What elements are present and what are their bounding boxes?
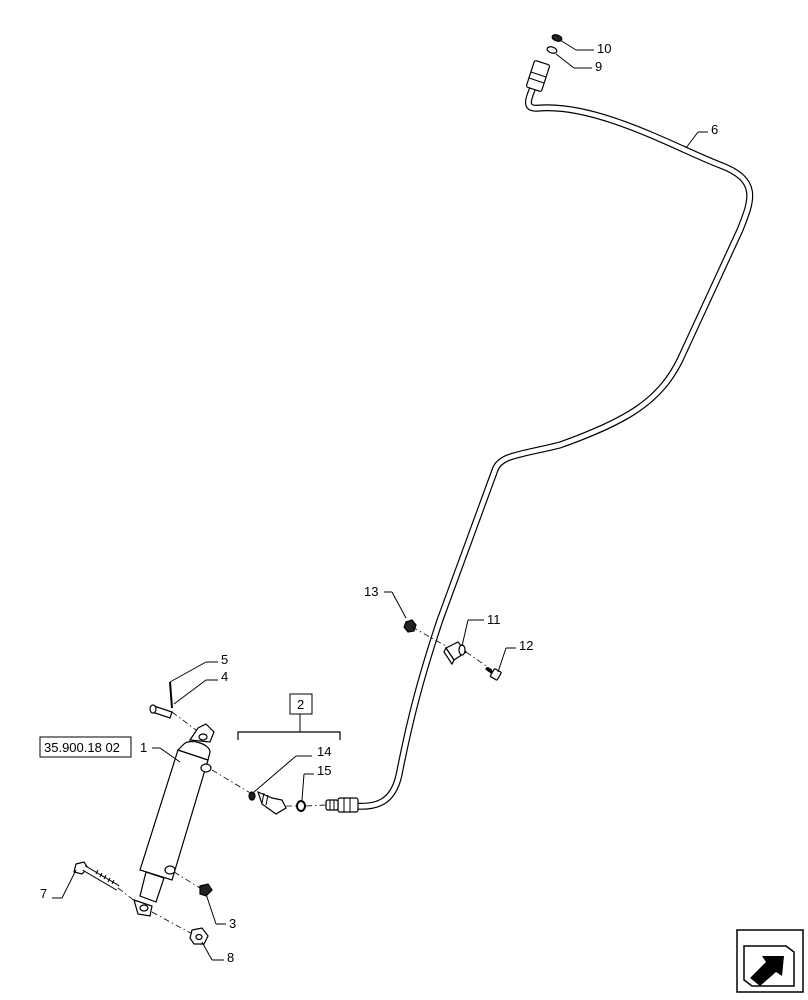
reference-box-label: 35.900.18 02 bbox=[44, 740, 120, 755]
reference-box[interactable]: 35.900.18 02 bbox=[39, 736, 132, 758]
hydraulic-pipe bbox=[351, 86, 754, 810]
bottom-nut bbox=[189, 927, 209, 945]
clamp-nut bbox=[403, 619, 417, 633]
callout-11: 11 bbox=[487, 612, 501, 627]
callout-8: 8 bbox=[227, 950, 234, 965]
callout-13: 13 bbox=[364, 584, 378, 599]
callout-3: 3 bbox=[229, 916, 236, 931]
callout-7: 7 bbox=[40, 886, 47, 901]
hydraulic-cylinder bbox=[133, 723, 215, 917]
pipe-clamp bbox=[443, 641, 467, 666]
cylinder-pin bbox=[149, 704, 173, 719]
callout-12: 12 bbox=[519, 638, 533, 653]
elbow-fitting bbox=[248, 790, 287, 815]
grease-fitting bbox=[199, 883, 213, 897]
callout-2: 2 bbox=[297, 697, 304, 712]
callout-4: 4 bbox=[221, 669, 228, 684]
callout-10: 10 bbox=[597, 41, 611, 56]
callout-5: 5 bbox=[221, 652, 228, 667]
callout-6: 6 bbox=[711, 122, 718, 137]
callouts: 10 9 6 13 11 12 5 4 2 1 bbox=[40, 39, 718, 965]
callout-1: 1 bbox=[140, 740, 147, 755]
o-ring bbox=[296, 800, 306, 812]
bottom-bolt bbox=[73, 861, 120, 891]
arrow-navigation-icon[interactable] bbox=[736, 929, 804, 993]
callout-9: 9 bbox=[595, 59, 602, 74]
kit-bracket bbox=[237, 731, 341, 740]
callout-14: 14 bbox=[317, 744, 331, 759]
cotter-pin bbox=[169, 681, 173, 709]
pipe-bottom-fitting bbox=[325, 797, 359, 813]
callout-15: 15 bbox=[317, 763, 331, 778]
pipe-top-fitting bbox=[525, 34, 563, 92]
